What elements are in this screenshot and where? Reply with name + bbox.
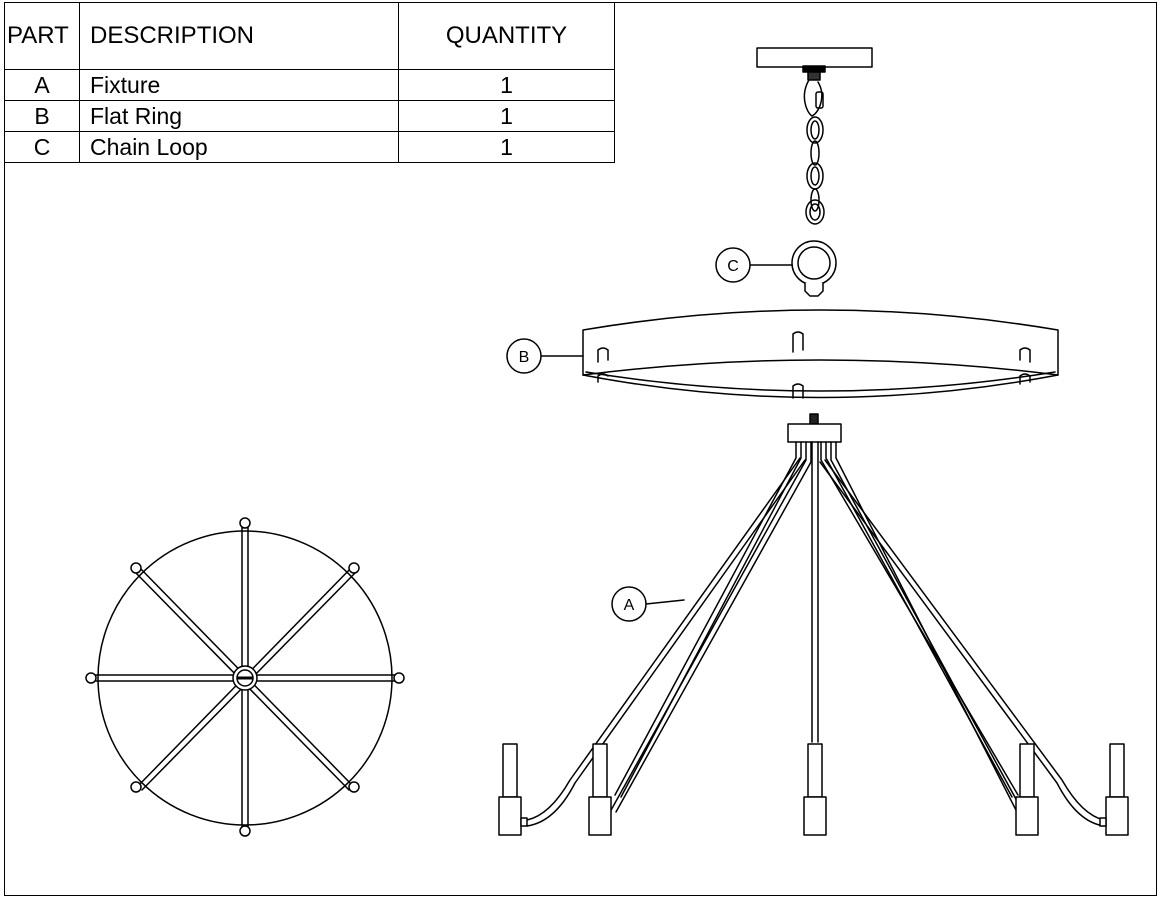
candle-socket (803, 743, 827, 836)
fixture-arm (609, 441, 807, 813)
parts-table: PART DESCRIPTION QUANTITY A Fixture 1 B … (4, 2, 615, 163)
row-part: B (4, 100, 80, 132)
canopy-and-chain (756, 47, 873, 225)
fixture-arm (835, 441, 1018, 813)
chain-link (810, 140, 820, 166)
fixture-arm (830, 441, 1024, 813)
arm-end-ring (85, 672, 97, 684)
row-description: Chain Loop (79, 131, 399, 163)
row-part: A (4, 69, 80, 101)
arm-end-ring (239, 825, 251, 837)
candle-socket (588, 743, 612, 836)
arm-end-ring (393, 672, 405, 684)
fixture-hub (787, 423, 842, 443)
ring-slot (597, 347, 609, 363)
callout-c-label: C (727, 258, 739, 275)
ring-slot (792, 331, 804, 353)
fixture-arm (825, 441, 1013, 798)
canopy-plate (756, 47, 873, 68)
chain-link (805, 199, 825, 225)
header-part: PART (4, 2, 80, 70)
table-row: C Chain Loop 1 (4, 131, 615, 163)
chain-loop-inner (797, 246, 831, 280)
fixture-arm (526, 459, 806, 827)
callout-a-leader (645, 599, 685, 605)
candle-socket (1099, 743, 1129, 836)
arm-end-ring (130, 781, 142, 793)
fixture-arm (614, 441, 797, 796)
callout-b: B (506, 338, 584, 374)
flat-ring-front-edge (582, 374, 1059, 399)
candle-socket (498, 743, 528, 836)
callout-b-label: B (519, 349, 530, 366)
table-row: B Flat Ring 1 (4, 100, 615, 132)
ring-slot (597, 373, 609, 383)
canopy-nipple (802, 65, 826, 73)
flat-ring-inner-edge (585, 371, 1056, 392)
top-view-ring (97, 530, 393, 826)
flat-ring-part-b (582, 309, 1059, 399)
chain-link (810, 188, 820, 212)
fixture-threaded-rod (809, 413, 819, 425)
row-quantity: 1 (398, 69, 615, 101)
chain-hook (803, 79, 823, 117)
ring-slot (792, 383, 804, 399)
chain-link-inner (809, 203, 821, 221)
fixture-arm (819, 461, 1105, 827)
chain-loop-nut (804, 282, 824, 297)
fixture-part-a (498, 413, 1129, 836)
chain-link (806, 116, 824, 144)
chain-hook-gate (815, 91, 824, 109)
header-quantity: QUANTITY (398, 2, 615, 70)
ring-slot (1019, 347, 1031, 363)
callout-a-label: A (624, 597, 635, 614)
callout-c-circle (715, 247, 751, 283)
arm-end-ring (130, 562, 142, 574)
arm-end-ring (348, 562, 360, 574)
canopy-nut (807, 71, 821, 81)
chain-link-inner (810, 120, 820, 140)
ring-slot (1019, 373, 1031, 385)
chain-link-inner (810, 166, 820, 186)
chain-loop-part-c (791, 240, 837, 297)
callout-a: A (611, 586, 685, 622)
row-part: C (4, 131, 80, 163)
table-header-row: PART DESCRIPTION QUANTITY (4, 2, 615, 70)
arm-end-ring (239, 517, 251, 529)
fixture-arm (615, 441, 812, 813)
row-quantity: 1 (398, 131, 615, 163)
callout-c: C (715, 247, 793, 283)
callout-b-circle (506, 338, 542, 374)
flat-ring-outer (582, 309, 1059, 376)
top-view (85, 517, 405, 837)
row-quantity: 1 (398, 100, 615, 132)
callout-a-circle (611, 586, 647, 622)
arm-end-ring (348, 781, 360, 793)
candle-socket (1015, 743, 1039, 836)
fixture-arm (824, 459, 1105, 821)
fixture-arm (526, 457, 801, 821)
header-description: DESCRIPTION (79, 2, 399, 70)
